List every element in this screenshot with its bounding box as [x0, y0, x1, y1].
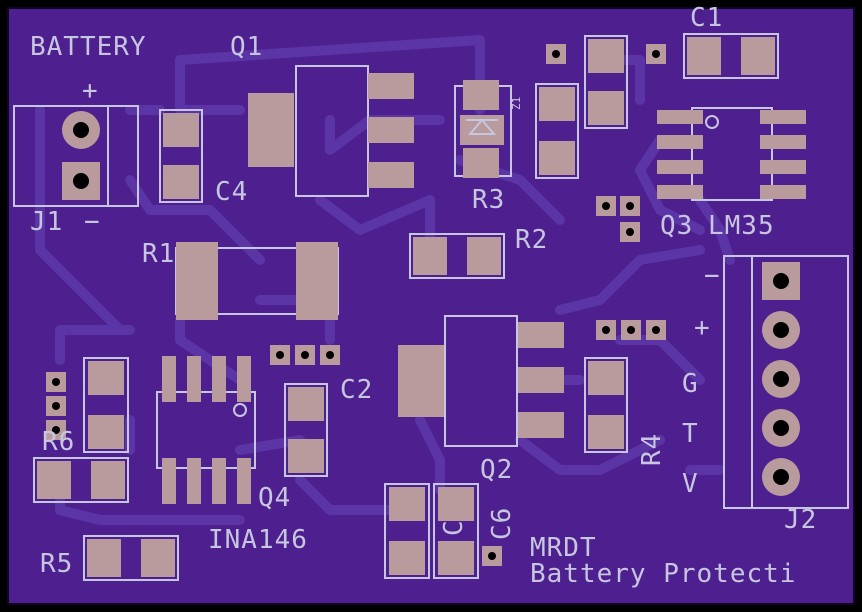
- r6-label: R6: [42, 427, 75, 457]
- j2-connector: [723, 255, 849, 509]
- mrdt-label: MRDT: [530, 533, 597, 563]
- j2-g-label: G: [682, 369, 699, 399]
- j2-t-label: T: [682, 419, 699, 449]
- q2-label: Q2: [480, 455, 513, 485]
- j1-connector: [13, 105, 139, 207]
- lm35-component: [657, 107, 806, 201]
- ina146-component: [156, 356, 256, 504]
- battery-protection-label: Battery Protecti: [530, 559, 796, 589]
- top-vias: [546, 44, 666, 64]
- r1-label: R1: [142, 239, 175, 269]
- c5-component: [384, 483, 430, 579]
- r4-header: [596, 320, 666, 340]
- r4-component: [584, 357, 628, 453]
- z1-label: Z1: [510, 97, 523, 110]
- lm35-label: LM35: [708, 211, 775, 241]
- r6-component: [535, 83, 579, 179]
- j1-label: J1: [30, 207, 63, 237]
- c4-label: C4: [215, 177, 248, 207]
- r7-component: [83, 357, 129, 453]
- j1-plus-label: +: [82, 76, 99, 106]
- j2-plus-label: +: [694, 313, 711, 343]
- r5-label: R5: [40, 549, 73, 579]
- q3-pads: [596, 196, 640, 242]
- r3-label: R3: [472, 185, 505, 215]
- ina146-label: INA146: [208, 525, 308, 555]
- j2-label: J2: [784, 505, 817, 535]
- q1-label: Q1: [230, 32, 263, 62]
- c6-label: C6: [487, 507, 517, 540]
- c2-header: [270, 345, 340, 365]
- j1-minus-label: −: [84, 207, 101, 237]
- r6-pads: [46, 372, 66, 440]
- c1-component: [683, 33, 779, 79]
- c2-label: C2: [340, 375, 373, 405]
- c1-label: C1: [690, 3, 723, 33]
- r1-component: [175, 242, 339, 320]
- c3-component: [584, 35, 628, 129]
- r4-label: R4: [637, 433, 667, 466]
- q1-component: [248, 65, 414, 197]
- board-outline: [7, 7, 855, 605]
- c4-component: [159, 109, 203, 203]
- r2-component: [409, 233, 505, 279]
- c5-label: C: [439, 519, 469, 536]
- c6-via: [482, 546, 502, 566]
- r8-component: [33, 457, 129, 503]
- r2-label: R2: [515, 225, 548, 255]
- c6-component: [433, 483, 479, 579]
- z1-component: [454, 80, 512, 178]
- q3-label: Q3: [660, 211, 693, 241]
- q4-label: Q4: [258, 483, 291, 513]
- c2-component: [284, 383, 328, 477]
- j2-v-label: V: [682, 469, 699, 499]
- r5-component: [83, 535, 179, 581]
- q2-component: [398, 315, 564, 447]
- j2-minus-label: −: [704, 261, 721, 291]
- battery-label: BATTERY: [30, 32, 147, 62]
